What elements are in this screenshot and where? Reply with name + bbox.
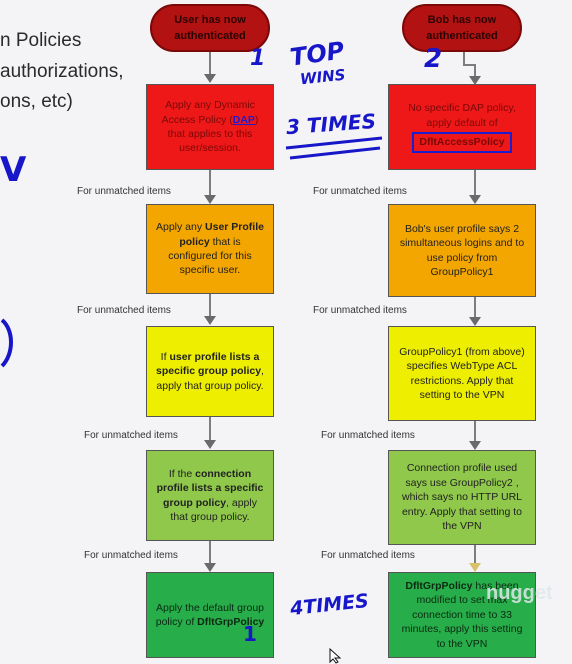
- handwritten-arc: [0, 318, 13, 368]
- arrow-down-icon: [204, 440, 216, 449]
- handwritten-2: 2: [424, 44, 443, 74]
- arrow-down-icon: [469, 76, 481, 85]
- connector: [474, 545, 476, 565]
- connector: [474, 64, 476, 77]
- connector: [209, 169, 211, 196]
- right-step-connection-profile: Connection profile used says use GroupPo…: [388, 450, 536, 545]
- arrow-down-icon: [204, 563, 216, 572]
- right-step-group-policy: GroupPolicy1 (from above) specifies WebT…: [388, 326, 536, 421]
- arrow-down-icon: [469, 441, 481, 450]
- connector: [474, 421, 476, 443]
- arrow-down-icon: [204, 74, 216, 83]
- connector: [463, 50, 465, 66]
- left-text-line-1: n Policies: [0, 30, 82, 51]
- arrow-down-icon: [469, 195, 481, 204]
- unmatched-label: For unmatched items: [313, 305, 407, 316]
- watermark-logo: nugget: [486, 582, 553, 604]
- connector: [209, 541, 211, 564]
- unmatched-label: For unmatched items: [313, 186, 407, 197]
- start-oval-right: Bob has now authenticated: [402, 4, 522, 52]
- connector: [209, 50, 211, 76]
- left-step-default-policy: Apply the default group policy of DfltGr…: [146, 572, 274, 658]
- arrow-down-icon: [204, 195, 216, 204]
- handwritten-underline: [285, 136, 383, 160]
- unmatched-label: For unmatched items: [84, 430, 178, 441]
- handwritten-v: V: [0, 150, 27, 190]
- start-oval-left: User has now authenticated: [150, 4, 270, 52]
- left-step-dap: Apply any Dynamic Access Policy (DAP) th…: [146, 84, 274, 170]
- arrow-down-icon: [469, 317, 481, 326]
- left-step-group-policy: If user profile lists a specific group p…: [146, 326, 274, 417]
- arrow-down-icon: [469, 563, 481, 572]
- connector: [209, 417, 211, 441]
- handwritten-3-times: 3 TIMES: [285, 108, 377, 140]
- handwritten-wins: WINS: [299, 65, 347, 89]
- connector: [474, 297, 476, 318]
- left-step-connection-profile: If the connection profile lists a specif…: [146, 450, 274, 541]
- left-step-user-profile: Apply any User Profile policy that is co…: [146, 204, 274, 294]
- right-step-dap: No specific DAP policy, apply default of…: [388, 84, 536, 170]
- right-step-user-profile: Bob's user profile says 2 simultaneous l…: [388, 204, 536, 297]
- handwritten-4-times: 4TIMES: [289, 589, 370, 621]
- handwritten-1: 1: [250, 46, 266, 71]
- left-text-line-3: ons, etc): [0, 91, 73, 112]
- unmatched-label: For unmatched items: [77, 186, 171, 197]
- unmatched-label: For unmatched items: [77, 305, 171, 316]
- unmatched-label: For unmatched items: [321, 550, 415, 561]
- handwritten-mark: 1: [243, 622, 257, 646]
- right-step-default-policy: DfltGrpPolicy has been modified to set m…: [388, 572, 536, 658]
- connector: [209, 294, 211, 317]
- dflt-access-policy-highlight: DfltAccessPolicy: [412, 132, 512, 153]
- cursor-icon: [329, 648, 342, 664]
- unmatched-label: For unmatched items: [84, 550, 178, 561]
- arrow-down-icon: [204, 316, 216, 325]
- connector: [463, 64, 475, 66]
- connector: [474, 169, 476, 196]
- unmatched-label: For unmatched items: [321, 430, 415, 441]
- left-text-line-2: authorizations,: [0, 61, 124, 82]
